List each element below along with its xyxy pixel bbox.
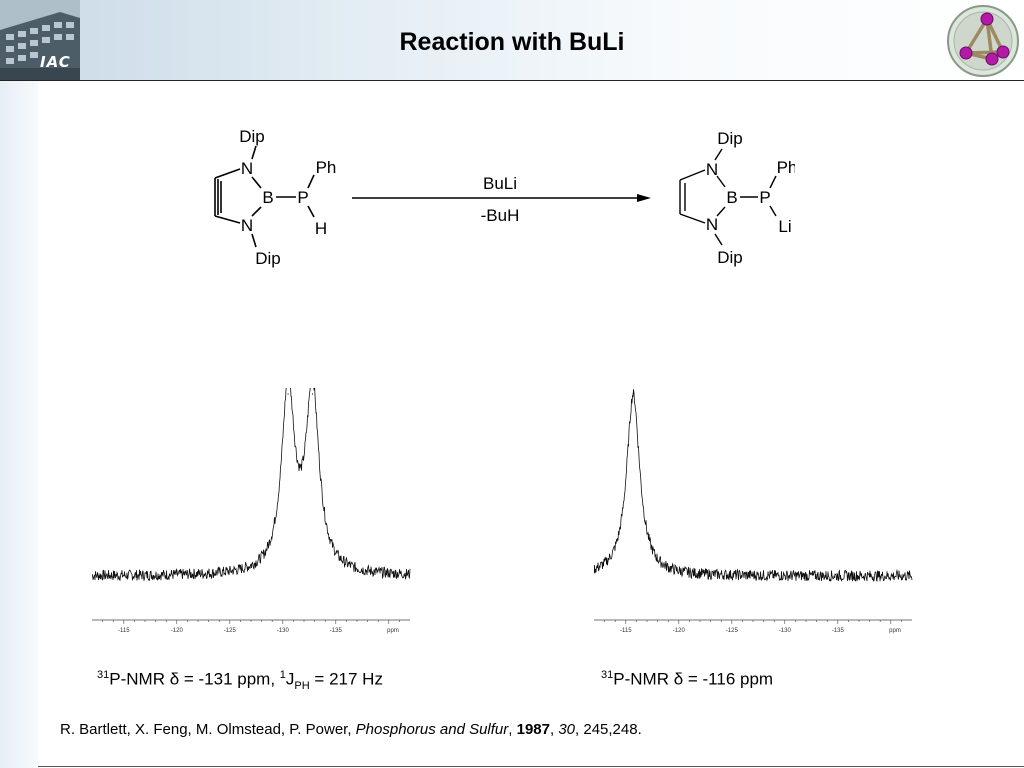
- reference-pages: , 245,248.: [575, 721, 642, 738]
- reactant-phenyl: Ph: [316, 158, 337, 177]
- reactant-dip-bottom: Dip: [255, 249, 281, 268]
- reactant-boron: B: [262, 188, 273, 207]
- reactant-n-bottom: N: [241, 216, 253, 235]
- product-n-bottom: N: [706, 215, 718, 234]
- spectrum-peak: [311, 393, 314, 395]
- slide-title: Reaction with BuLi: [399, 28, 625, 56]
- product-boron: B: [726, 188, 737, 207]
- iac-logo: IAC: [0, 0, 80, 80]
- spectrum-tick-label: -120: [673, 628, 686, 634]
- spectrum-tick-label: -135: [832, 628, 845, 634]
- caption-left-coupling-order: 1: [279, 669, 286, 681]
- product-phenyl: Ph: [777, 158, 795, 177]
- reactant-dip-top: Dip: [239, 127, 265, 146]
- spectrum-tick-label: -125: [726, 628, 739, 634]
- reference-journal: Phosphorus and Sulfur: [355, 721, 509, 738]
- caption-left-coupling: = 217 Hz: [309, 669, 383, 689]
- building-photo-icon: [0, 0, 80, 80]
- byproduct-label: -BuH: [481, 206, 520, 225]
- reagent-label: BuLi: [483, 174, 517, 193]
- side-band: [0, 81, 38, 768]
- reference-volume: 30: [558, 721, 576, 738]
- nmr-spectrum-left: -115 -120 -125 -130 -135 ppm: [92, 388, 411, 634]
- spectrum-tick-label: -115: [118, 628, 130, 634]
- spectrum-peak: [632, 393, 634, 395]
- nmr-caption-left: 31P-NMR δ = -131 ppm, 1JPH = 217 Hz: [97, 669, 383, 692]
- nmr-caption-right: 31P-NMR δ = -116 ppm: [601, 669, 773, 690]
- spectrum-tick-label: -120: [171, 628, 184, 634]
- tetrahedron-icon: [947, 5, 1019, 77]
- reference-separator: ,: [550, 721, 559, 738]
- reactant-phosphorus: P: [297, 188, 308, 207]
- reaction-arrow: [352, 194, 651, 202]
- caption-left-j-sub: PH: [294, 680, 310, 693]
- reference-year: 1987: [516, 721, 550, 738]
- reactant-structure: Dip Dip N N B P Ph H: [214, 127, 337, 268]
- caption-left-j: J: [285, 669, 295, 689]
- footer-divider: [38, 766, 1024, 767]
- p4-tetrahedron-logo: [946, 4, 1020, 78]
- product-dip-bottom: Dip: [717, 248, 743, 267]
- product-lithium: Li: [778, 217, 791, 236]
- spectrum-tick-label: -130: [779, 628, 792, 634]
- reactant-n-top: N: [241, 159, 253, 178]
- reaction-scheme: Dip Dip N N B P Ph H BuLi -BuH Dip Dip N: [214, 127, 795, 268]
- slide-header: [0, 0, 1024, 80]
- product-dip-top: Dip: [717, 129, 743, 148]
- iac-logo-text: IAC: [40, 53, 71, 71]
- spectrum-trace: [594, 389, 913, 583]
- spectrum-tick-label: -135: [330, 628, 343, 634]
- spectrum-tick-label: ppm: [387, 628, 399, 634]
- product-n-top: N: [706, 160, 718, 179]
- caption-left-shift: P-NMR δ = -131 ppm,: [109, 669, 280, 689]
- reference-authors: R. Bartlett, X. Feng, M. Olmstead, P. Po…: [60, 721, 356, 738]
- caption-right-shift: P-NMR δ = -116 ppm: [613, 669, 774, 689]
- header-divider: [0, 80, 1024, 81]
- spectrum-tick-label: -115: [620, 628, 632, 634]
- literature-reference: R. Bartlett, X. Feng, M. Olmstead, P. Po…: [60, 721, 642, 738]
- spectrum-peak: [287, 393, 289, 395]
- spectrum-tick-label: ppm: [889, 628, 901, 634]
- caption-right-isotope: 31: [601, 669, 614, 681]
- reactant-hydrogen: H: [315, 219, 327, 238]
- spectrum-tick-label: -130: [277, 628, 290, 634]
- spectrum-trace: [92, 388, 411, 582]
- nmr-spectrum-right: -115 -120 -125 -130 -135 ppm: [594, 389, 913, 634]
- product-phosphorus: P: [759, 188, 770, 207]
- caption-left-isotope: 31: [97, 669, 110, 681]
- spectrum-tick-label: -125: [224, 628, 237, 634]
- reference-separator: ,: [508, 721, 517, 738]
- product-structure: Dip Dip N N B P Ph Li: [679, 129, 795, 267]
